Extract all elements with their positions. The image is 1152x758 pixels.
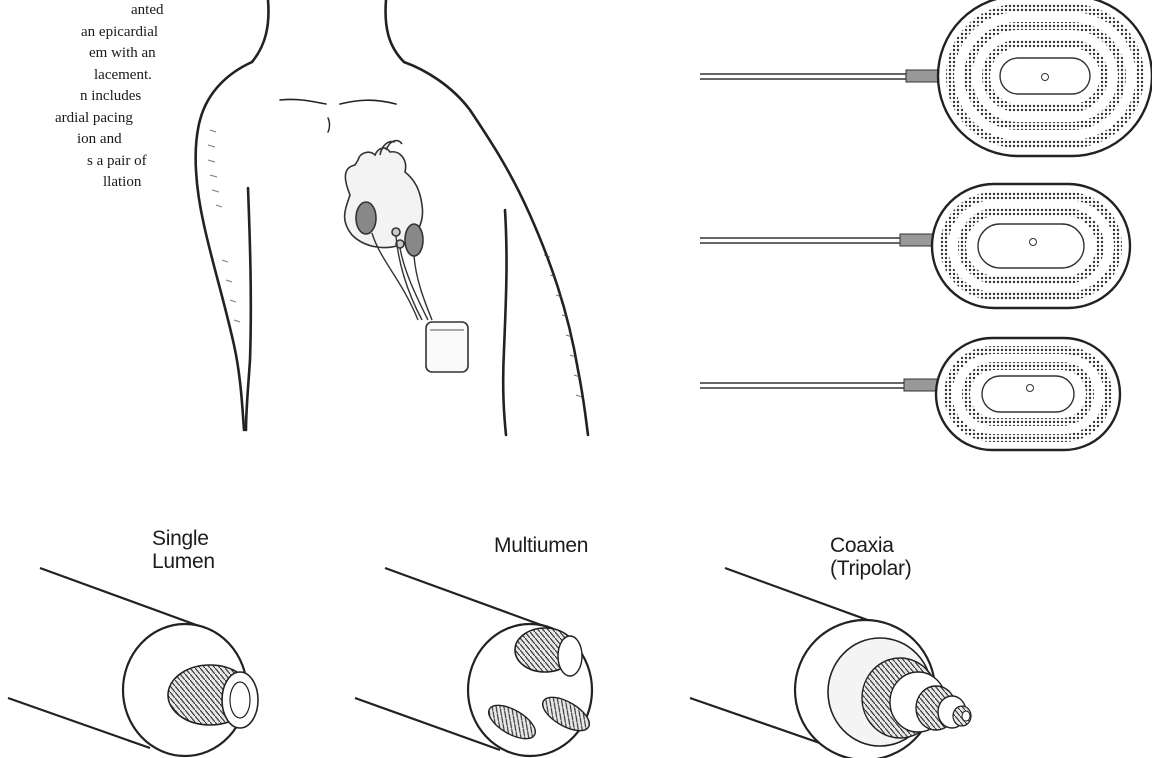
caption-line: em with an [0, 43, 170, 65]
lead-label-multilumen: Multiumen [494, 534, 588, 557]
caption-line: an epicardial [0, 22, 170, 44]
patch-electrode-group [700, 0, 1152, 460]
caption-line: llation [0, 172, 170, 194]
lead-label-line1: Single [152, 527, 215, 550]
torso-illustration [190, 0, 600, 440]
caption-line: anted [0, 0, 170, 22]
caption-line: ion and [0, 129, 170, 151]
patch-electrode-icon [700, 338, 1120, 450]
lead-label-line1: Coaxia [830, 534, 911, 557]
caption-line: s a pair of [0, 151, 170, 173]
lead-cross-section-icon [355, 568, 595, 756]
figure-caption: anted an epicardial em with an lacement.… [0, 0, 170, 194]
patch-electrode-icon [700, 184, 1130, 308]
heart-icon [345, 141, 423, 256]
patch-electrode-icon [700, 0, 1152, 156]
caption-line: ardial pacing [0, 108, 170, 130]
lead-cross-section-icon [8, 568, 258, 756]
caption-line: n includes [0, 86, 170, 108]
lead-cross-sections [0, 560, 1152, 758]
lead-label-line1: Multiumen [494, 534, 588, 557]
lead-cross-section-icon [690, 568, 971, 758]
caption-line: lacement. [0, 65, 170, 87]
